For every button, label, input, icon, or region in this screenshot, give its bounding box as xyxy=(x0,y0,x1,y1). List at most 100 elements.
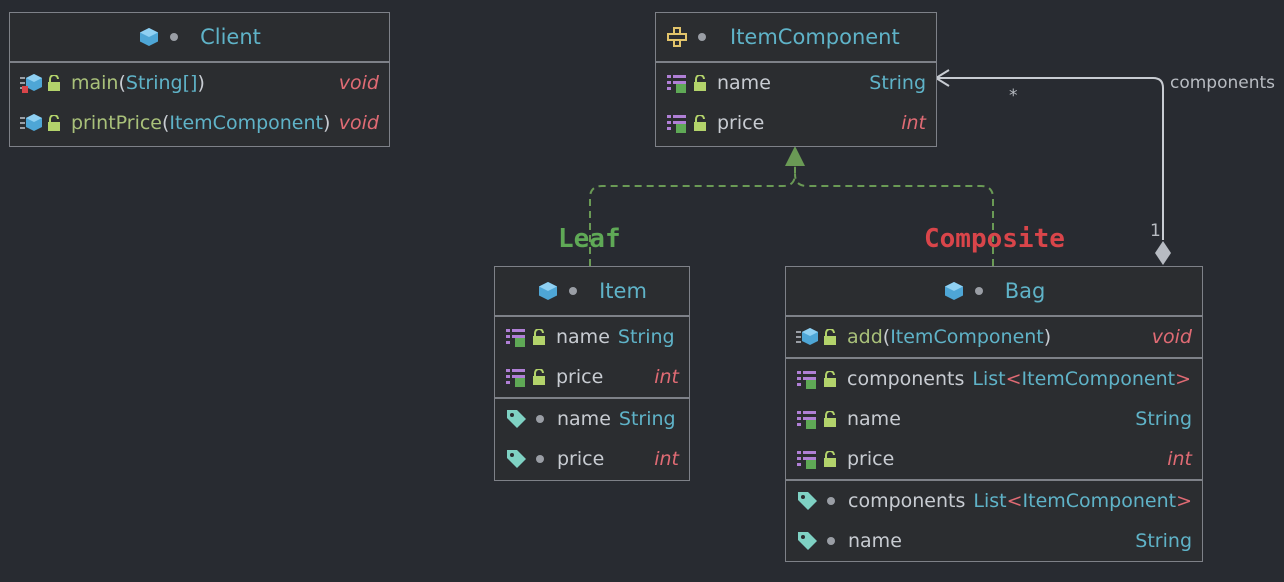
visibility-dot xyxy=(698,33,706,41)
method-param: String[] xyxy=(125,72,198,94)
leaf-label: Leaf xyxy=(558,224,621,254)
method-name: add xyxy=(847,326,883,348)
field-row[interactable]: price int xyxy=(656,103,936,143)
class-header: ItemComponent xyxy=(656,13,936,63)
composite-label: Composite xyxy=(924,224,1065,254)
property-row[interactable]: price int xyxy=(495,439,689,479)
property-name: name xyxy=(557,408,611,430)
visibility-dot xyxy=(569,287,578,295)
public-lock-icon xyxy=(824,371,836,387)
field-row[interactable]: price int xyxy=(495,357,689,397)
visibility-dot xyxy=(974,287,983,295)
class-header: Client xyxy=(10,13,389,63)
property-type: String xyxy=(1135,530,1192,552)
field-icon xyxy=(667,75,686,93)
field-type: List<ItemComponent> xyxy=(972,368,1192,390)
visibility-dot xyxy=(170,33,179,41)
method-return: void xyxy=(338,72,379,94)
realization-bag-line xyxy=(794,173,994,266)
public-lock-icon xyxy=(824,451,836,467)
class-header: Bag xyxy=(786,267,1202,317)
property-name: name xyxy=(848,530,902,552)
field-icon xyxy=(797,371,816,389)
class-client[interactable]: Client main(String[]) void printPrice(It… xyxy=(9,12,390,147)
field-type: String xyxy=(1135,408,1192,430)
method-param: ItemComponent xyxy=(169,112,323,134)
field-icon xyxy=(797,451,816,469)
field-icon xyxy=(797,411,816,429)
association-name: components xyxy=(1170,73,1276,93)
class-title: ItemComponent xyxy=(730,25,900,49)
class-icon xyxy=(140,28,159,46)
field-row[interactable]: name String xyxy=(786,399,1202,439)
tag-icon xyxy=(798,532,817,550)
method-return: void xyxy=(1151,326,1192,348)
field-icon xyxy=(667,115,686,133)
class-title: Client xyxy=(200,25,261,49)
interface-icon xyxy=(667,27,687,47)
tag-icon xyxy=(507,410,526,428)
method-row[interactable]: printPrice(ItemComponent) void xyxy=(10,103,389,143)
field-row[interactable]: name String xyxy=(656,63,936,103)
visibility-dot xyxy=(536,455,544,463)
public-lock-icon xyxy=(533,329,545,345)
public-lock-icon xyxy=(694,115,706,131)
field-icon xyxy=(506,369,525,387)
realization-arrowhead xyxy=(785,146,805,166)
field-name: name xyxy=(717,72,771,94)
aggregation-line xyxy=(938,77,1164,240)
class-icon xyxy=(539,282,558,300)
method-name: main xyxy=(71,72,119,94)
class-item-component[interactable]: ItemComponent name String price int xyxy=(655,12,937,147)
public-lock-icon xyxy=(824,411,836,427)
method-return: void xyxy=(338,112,379,134)
public-lock-icon xyxy=(48,115,60,131)
property-type: List<ItemComponent> xyxy=(973,490,1193,512)
property-row[interactable]: name String xyxy=(786,521,1202,561)
method-icon xyxy=(20,74,42,93)
method-name: printPrice xyxy=(71,112,162,134)
property-type: String xyxy=(618,408,676,430)
tag-icon xyxy=(507,450,526,468)
public-lock-icon xyxy=(48,75,60,91)
public-lock-icon xyxy=(694,75,706,91)
tag-icon xyxy=(798,492,817,510)
visibility-dot xyxy=(536,415,544,423)
field-row[interactable]: name String xyxy=(495,317,689,357)
field-type: int xyxy=(654,366,679,388)
multiplicity-many: * xyxy=(1009,86,1018,106)
field-type: int xyxy=(1167,448,1192,470)
method-row[interactable]: add(ItemComponent) void xyxy=(786,317,1202,357)
field-type: int xyxy=(901,112,926,134)
method-row[interactable]: main(String[]) void xyxy=(10,63,389,103)
method-icon xyxy=(20,114,42,131)
field-name: name xyxy=(556,326,610,348)
class-header: Item xyxy=(495,267,689,317)
method-param: ItemComponent xyxy=(890,326,1044,348)
field-type: String xyxy=(869,72,926,94)
realization-item-line xyxy=(589,162,796,266)
field-name: price xyxy=(847,448,895,470)
field-row[interactable]: price int xyxy=(786,439,1202,479)
property-row[interactable]: name String xyxy=(495,399,689,439)
method-icon xyxy=(796,328,818,345)
public-lock-icon xyxy=(824,329,836,345)
aggregation-diamond xyxy=(1155,241,1171,265)
visibility-dot xyxy=(827,497,835,505)
property-name: components xyxy=(848,490,966,512)
multiplicity-one: 1 xyxy=(1150,221,1161,241)
visibility-dot xyxy=(827,537,835,545)
public-lock-icon xyxy=(533,369,545,385)
property-row[interactable]: components List<ItemComponent> xyxy=(786,481,1202,521)
field-type: String xyxy=(617,326,675,348)
class-title: Bag xyxy=(1004,279,1046,303)
field-row[interactable]: components List<ItemComponent> xyxy=(786,359,1202,399)
field-icon xyxy=(506,329,525,347)
field-name: price xyxy=(717,112,765,134)
class-icon xyxy=(944,282,963,300)
property-type: int xyxy=(654,448,679,470)
class-bag[interactable]: Bag add(ItemComponent) void components L… xyxy=(785,266,1203,562)
class-item[interactable]: Item name String price int name String p… xyxy=(494,266,690,481)
field-name: price xyxy=(556,366,604,388)
